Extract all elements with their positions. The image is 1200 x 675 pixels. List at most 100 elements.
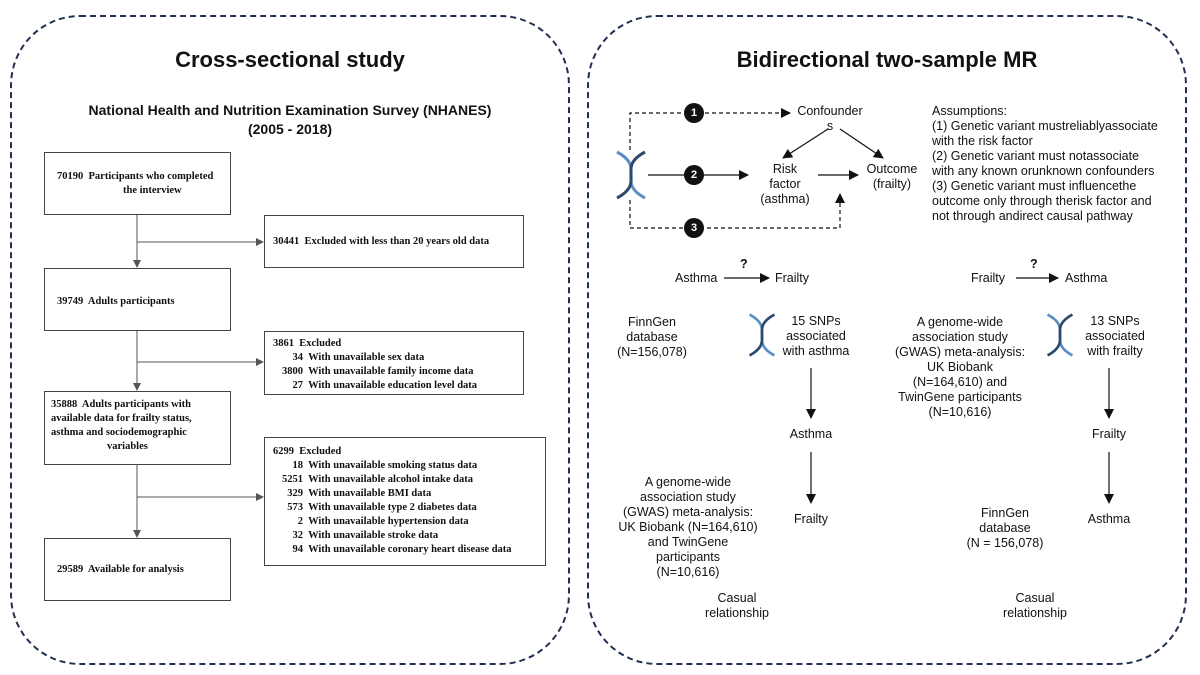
dirB-gwas-line: UK Biobank	[926, 360, 993, 374]
dirB-db-line2: database	[979, 521, 1031, 535]
assumption-line: Assumptions:	[932, 104, 1008, 118]
dirB-db-line1: FinnGen	[981, 506, 1029, 520]
dirB-gwas-line: association study	[912, 330, 1008, 344]
dirA-exposure-db: FinnGen database (N=156,078)	[612, 315, 692, 360]
excl3-row-label: With unavailable BMI data	[308, 488, 432, 499]
dirB-snps-line2: associated	[1085, 329, 1145, 343]
excl3-row-count: 573	[287, 502, 303, 513]
assumption-line: (2) Genetic variant must notassociate	[932, 149, 1140, 163]
dirA-gwas-line: participants	[656, 550, 720, 564]
analysis-count: 29589	[57, 564, 84, 575]
excluded-age-box: 30441 Excluded with less than 20 years o…	[264, 215, 524, 268]
dirA-db-line3: (N=156,078)	[617, 345, 687, 359]
dirA-gwas-line: association study	[640, 490, 736, 504]
excl2-row-label: With unavailable family income data	[308, 366, 474, 377]
risk-line1: Risk	[772, 162, 798, 176]
dirB-mid: Frailty	[1091, 427, 1127, 441]
cross-sectional-title: Cross-sectional study	[175, 47, 405, 72]
dirA-mid: Asthma	[789, 427, 833, 441]
available-data-label-2: available data for frailty status,	[51, 413, 192, 424]
available-data-label-3: asthma and sociodemographic	[51, 427, 187, 438]
outcome-line2: (frailty)	[872, 177, 912, 191]
dirB-end: Asthma	[1087, 512, 1131, 526]
dirB-snps: 13 SNPs associated with frailty	[1080, 314, 1150, 359]
dirB-gwas-line: (N=10,616)	[928, 405, 992, 419]
confounders-label: Confounder s	[790, 104, 870, 134]
excl3-row-label: With unavailable smoking status data	[308, 460, 478, 471]
outcome-line1: Outcome	[866, 162, 918, 176]
excl3-row-count: 5251	[282, 474, 303, 485]
dirB-snps-line3: with frailty	[1087, 344, 1143, 358]
dirA-gwas-line: and TwinGene	[647, 535, 729, 549]
cross-sectional-panel	[10, 15, 570, 665]
excluded-covariates-box: 6299 Excluded 18 With unavailable smokin…	[264, 437, 546, 566]
dirA-gwas-line: UK Biobank (N=164,610)	[618, 520, 758, 534]
available-data-label: Adults participants with	[81, 399, 192, 410]
excl2-head-label: Excluded	[299, 338, 342, 349]
available-data-count: 35888	[51, 399, 78, 410]
excl3-row-label: With unavailable type 2 diabetes data	[308, 502, 477, 513]
dirB-gwas-line: TwinGene participants	[898, 390, 1022, 404]
excl3-head-label: Excluded	[299, 446, 342, 457]
dirB-to: Asthma	[1065, 271, 1108, 285]
confounders-line2: s	[826, 119, 834, 133]
dirA-snps-line2: associated	[786, 329, 846, 343]
dirB-causal-label: Casual relationship	[990, 591, 1080, 621]
excl2-head-count: 3861	[273, 338, 294, 349]
participants-label: Participants who completed	[88, 171, 214, 182]
available-data-label-4: variables	[107, 441, 148, 452]
excluded-demographics-box: 3861 Excluded 34 With unavailable sex da…	[264, 331, 524, 395]
dirB-outcome-db: FinnGen database (N = 156,078)	[950, 506, 1060, 551]
assumption-line: (3) Genetic variant must influencethe	[932, 179, 1137, 193]
dirA-outcome-gwas: A genome-wide association study (GWAS) m…	[608, 475, 768, 580]
excl3-row-count: 94	[292, 544, 304, 555]
dirA-gwas-line: A genome-wide	[644, 475, 732, 489]
path-3-marker: 3	[684, 218, 704, 238]
dirB-db-line3: (N = 156,078)	[966, 536, 1044, 550]
dirB-question: ?	[1030, 257, 1038, 271]
dna-icon	[748, 313, 776, 357]
dirA-snps-line1: 15 SNPs	[791, 314, 841, 328]
adults-count: 39749	[57, 296, 84, 307]
excl3-row-count: 329	[287, 488, 303, 499]
excl3-row-label: With unavailable alcohol intake data	[308, 474, 473, 485]
participants-label-2: the interview	[123, 185, 182, 196]
risk-line2: factor	[769, 177, 801, 191]
risk-line3: (asthma)	[760, 192, 810, 206]
dna-icon	[1046, 313, 1074, 357]
excl3-row-count: 18	[292, 460, 304, 471]
nhanes-subtitle-line2: (2005 - 2018)	[247, 121, 333, 137]
path-2-marker: 2	[684, 165, 704, 185]
assumption-line: outcome only through therisk factor and	[932, 194, 1152, 208]
dirA-end: Frailty	[793, 512, 829, 526]
dirA-to: Frailty	[775, 271, 810, 285]
assumption-line: not through andirect causal pathway	[932, 209, 1133, 223]
analysis-label: Available for analysis	[87, 564, 184, 575]
assumption-line: with the risk factor	[932, 134, 1033, 148]
dirA-snps-line3: with asthma	[782, 344, 850, 358]
assumptions-text: Assumptions: (1) Genetic variant mustrel…	[932, 104, 1172, 224]
risk-factor-label: Risk factor (asthma)	[748, 162, 822, 207]
dirB-from: Frailty	[971, 271, 1006, 285]
excl2-row-count: 27	[292, 380, 304, 391]
assumption-line: (1) Genetic variant mustreliablyassociat…	[932, 119, 1158, 133]
dirB-causal-line1: Casual	[1015, 591, 1055, 605]
dirB-causal-line2: relationship	[1003, 606, 1067, 620]
excl2-row-label: With unavailable sex data	[308, 352, 425, 363]
dirB-gwas-line: A genome-wide	[916, 315, 1004, 329]
dirA-causal-label: Casual relationship	[692, 591, 782, 621]
excl2-row-label: With unavailable education level data	[308, 380, 478, 391]
dirA-causal-line1: Casual	[717, 591, 757, 605]
excl3-row-label: With unavailable hypertension data	[308, 516, 469, 527]
dirA-causal-line2: relationship	[705, 606, 769, 620]
adults-box: 39749 Adults participants	[44, 268, 231, 331]
path-1-marker: 1	[684, 103, 704, 123]
participants-box: 70190 Participants who completed the int…	[44, 152, 231, 215]
dirB-exposure-gwas: A genome-wide association study (GWAS) m…	[880, 315, 1040, 420]
nhanes-subtitle-line1: National Health and Nutrition Examinatio…	[88, 102, 492, 118]
assumption-line: with any known orunknown confounders	[932, 164, 1155, 178]
mr-title: Bidirectional two-sample MR	[736, 47, 1038, 72]
